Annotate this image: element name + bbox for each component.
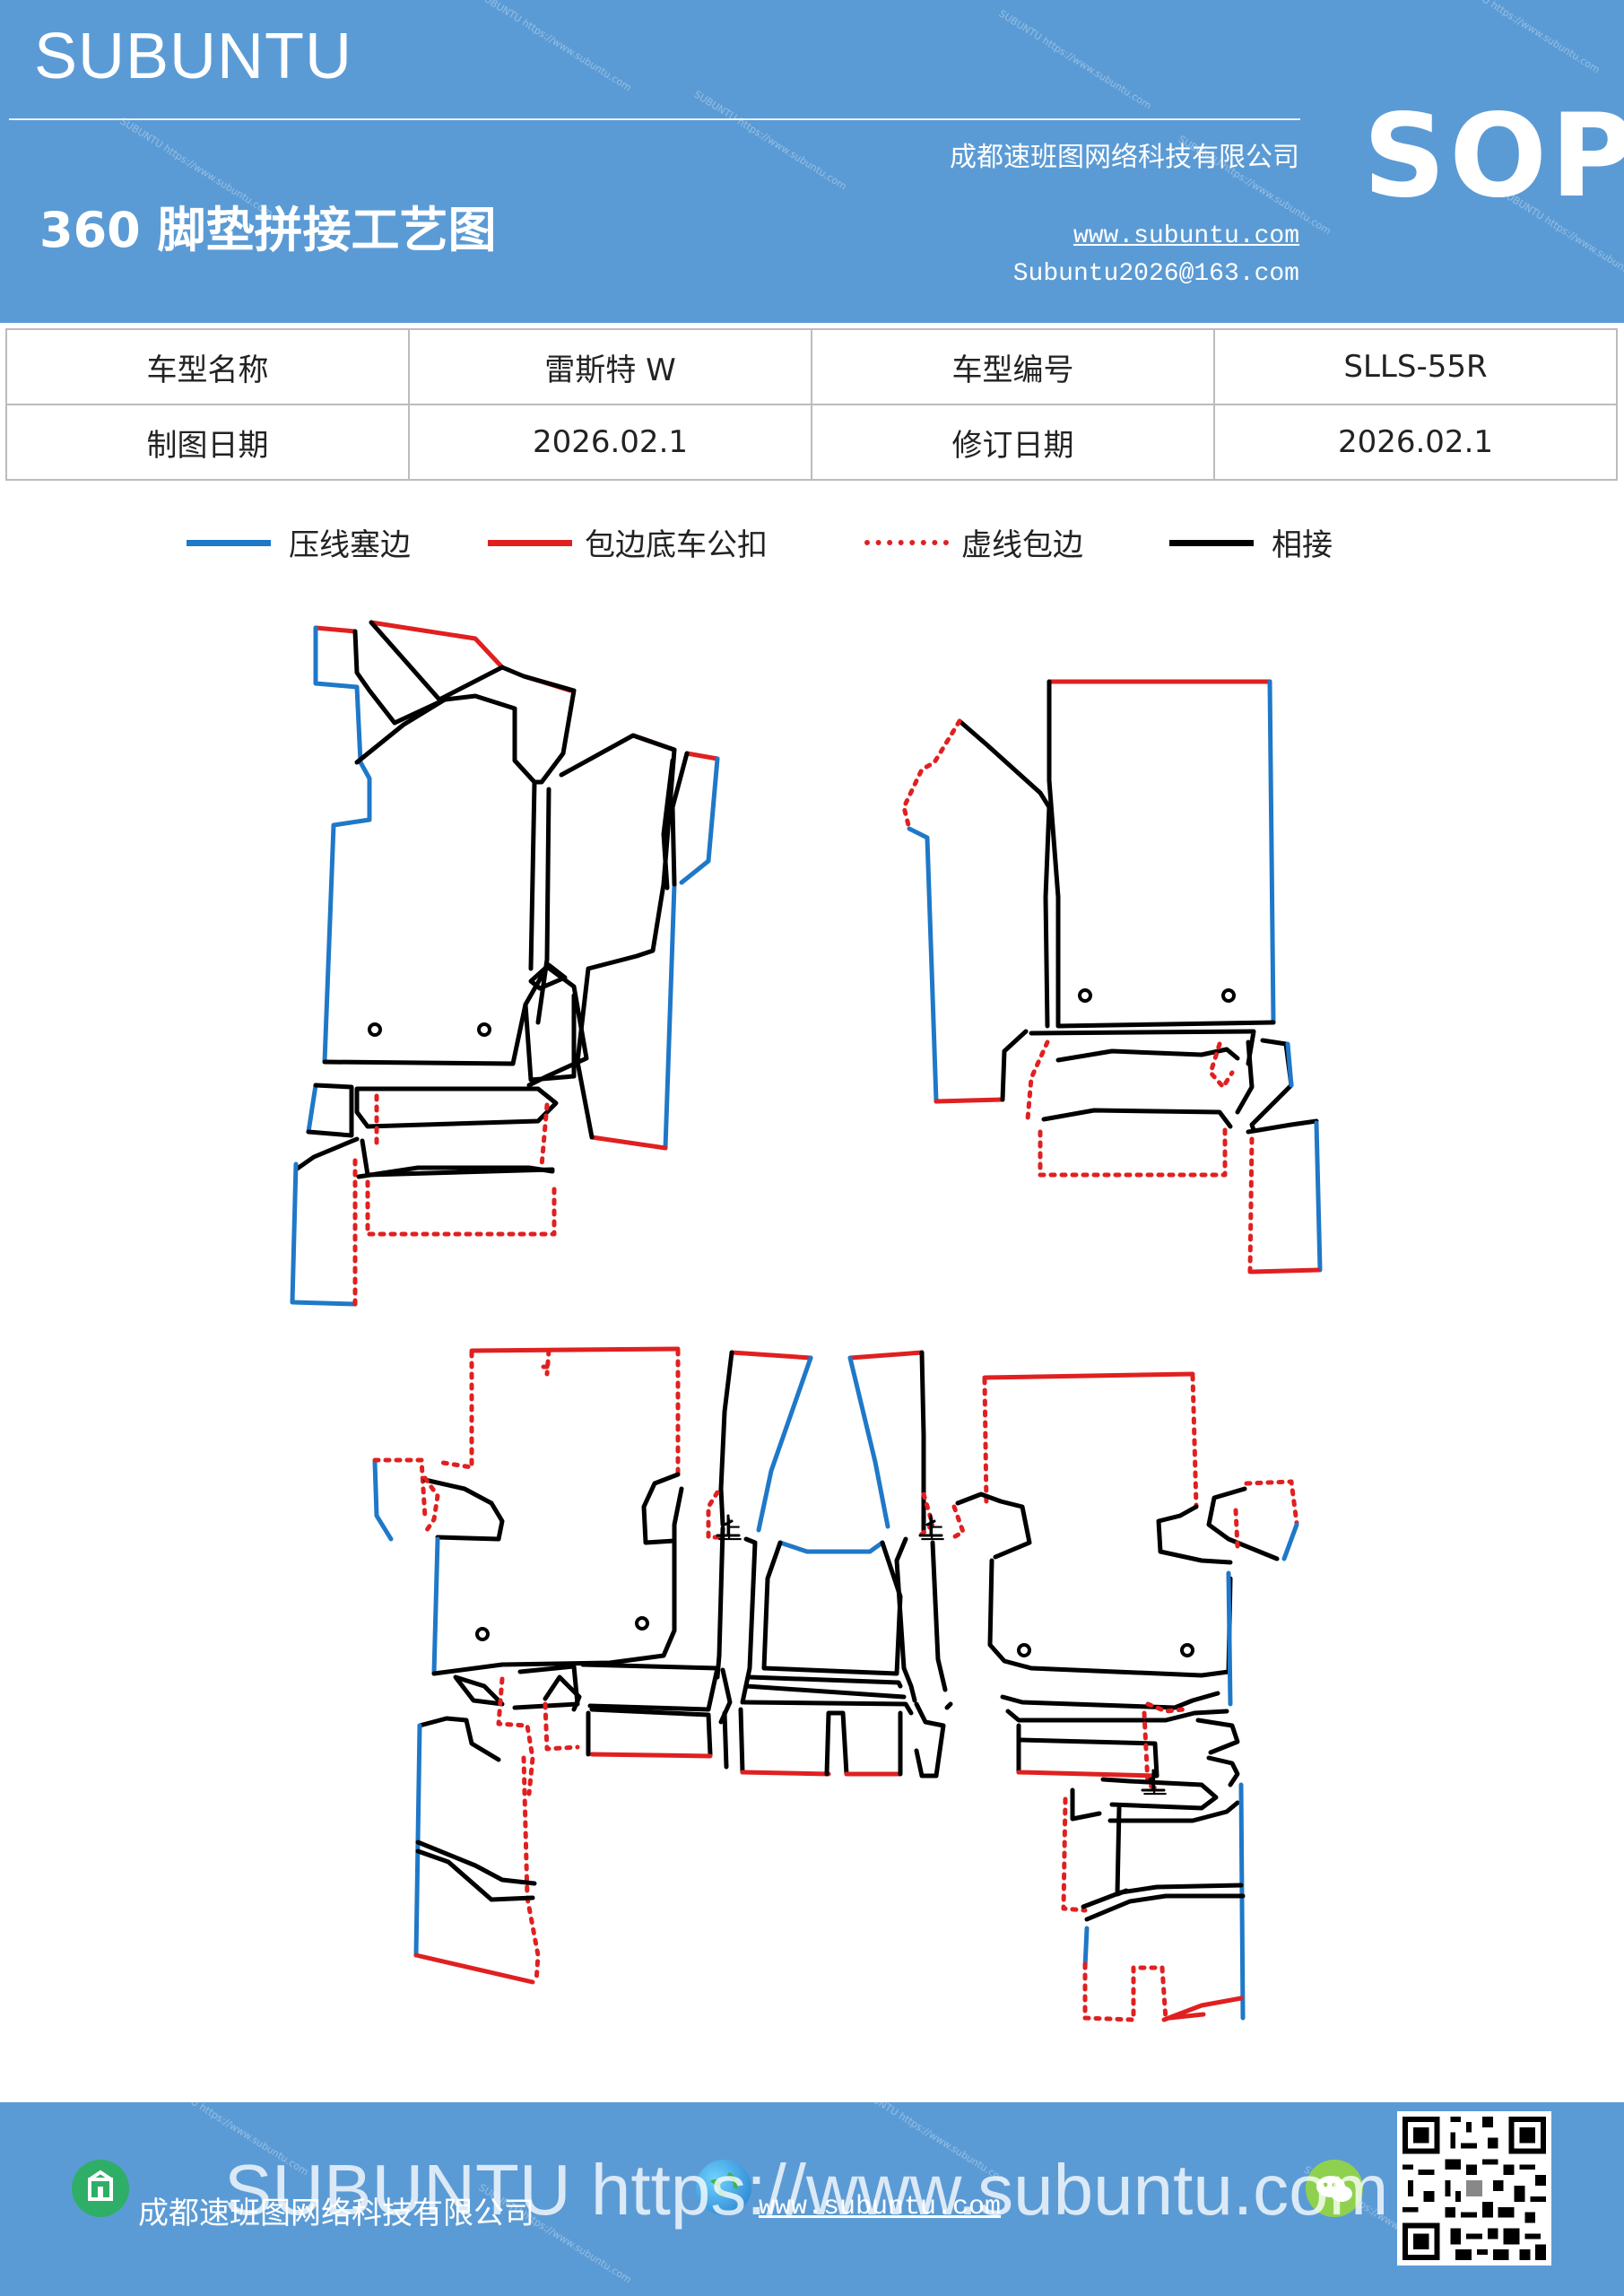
direction-mark: 上: [1142, 1770, 1168, 1800]
building-icon: [72, 2160, 129, 2217]
header-email: Subuntu2026@163.com: [1012, 260, 1299, 288]
mat-piece-front-left: [313, 620, 720, 1151]
legend-swatch-black: [1169, 540, 1254, 546]
table-cell: 2026.02.1: [1213, 404, 1618, 481]
table-row: 制图日期 2026.02.1 修订日期 2026.02.1: [5, 404, 1618, 481]
footer-company: 成都速班图网络科技有限公司: [138, 2196, 534, 2231]
direction-markers: [716, 1514, 1166, 1792]
table-row: 车型名称 雷斯特 W 车型编号 SLLS-55R: [5, 328, 1618, 405]
table-cell: 雷斯特 W: [408, 328, 812, 405]
header-company: 成都速班图网络科技有限公司: [950, 142, 1299, 173]
direction-mark: 上: [717, 1516, 743, 1545]
table-cell: 车型名称: [5, 328, 410, 405]
footer-watermark-text: SUBUNTU https://www.subuntu.com: [224, 2150, 1389, 2230]
legend-swatch-red: [488, 540, 572, 546]
table-cell: SLLS-55R: [1213, 328, 1618, 405]
header-banner: SUBUNTU https://www.subuntu.com SUBUNTU …: [0, 0, 1624, 323]
legend-label: 压线塞边: [289, 527, 411, 563]
legend-label: 虚线包边: [961, 527, 1083, 563]
brand-logo-text: SUBUNTU: [34, 21, 353, 92]
mat-piece-center: [706, 1350, 953, 1779]
header-divider: [9, 118, 1300, 120]
wechat-icon: [1306, 2160, 1363, 2217]
mat-piece-rear-left: [372, 1346, 720, 1985]
footer-banner: SUBUNTU https://www.subuntu.com SUBUNTU …: [0, 2102, 1624, 2296]
header-url-link[interactable]: www.subuntu.com: [1073, 222, 1299, 250]
mat-piece-rear-right: [948, 1371, 1299, 2022]
vehicle-info-table: 车型名称 雷斯特 W 车型编号 SLLS-55R 制图日期 2026.02.1 …: [5, 328, 1618, 481]
footer-url-link[interactable]: www.subuntu.com: [759, 2192, 1002, 2222]
table-cell: 车型编号: [811, 328, 1215, 405]
direction-mark: 上: [920, 1516, 945, 1545]
sop-badge: SOP: [1363, 90, 1624, 223]
legend-label: 相接: [1272, 527, 1333, 563]
qr-code-icon: [1397, 2111, 1551, 2266]
legend-label: 包边底车公扣: [585, 527, 768, 563]
table-cell: 制图日期: [5, 404, 410, 481]
legend-swatch-blue: [187, 540, 271, 546]
page-title: 360 脚垫拼接工艺图: [39, 202, 497, 258]
mat-piece-front-left-lower: [290, 1083, 559, 1307]
table-cell: 2026.02.1: [408, 404, 812, 481]
mat-piece-front-right: [901, 679, 1323, 1274]
legend-swatch-red-dotted: [864, 540, 949, 545]
line-legend: 压线塞边 包边底车公扣 虚线包边 相接: [0, 520, 1624, 574]
table-cell: 修订日期: [811, 404, 1215, 481]
globe-icon: [696, 2160, 751, 2215]
